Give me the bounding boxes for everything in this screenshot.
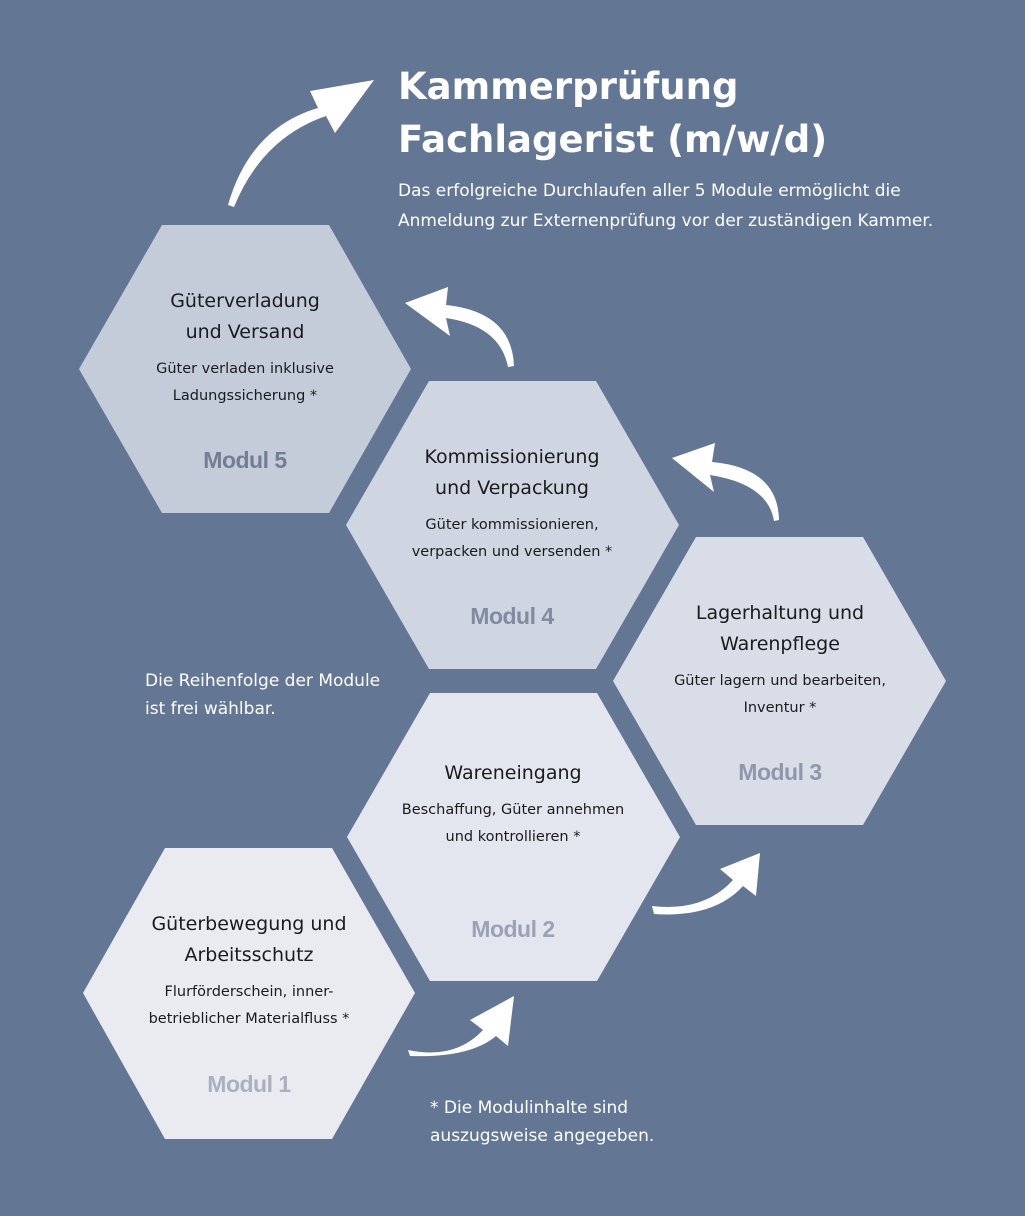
hexagon-modul-4 <box>346 381 679 669</box>
module-4-desc-line2: verpacken und versenden * <box>411 544 613 560</box>
module-3-desc-line1: Güter lagern und bearbeiten, <box>674 673 886 689</box>
exam-subtitle-line1: Das erfolgreiche Durchlaufen aller 5 Mod… <box>398 181 901 201</box>
module-4-description: Güter kommissionieren, verpacken und ver… <box>362 512 662 566</box>
exam-subtitle: Das erfolgreiche Durchlaufen aller 5 Mod… <box>398 176 998 236</box>
module-1-label: Modul 1 <box>207 1071 291 1097</box>
module-4-content: Kommissionierung und Verpackung Güter ko… <box>362 442 662 642</box>
hexagon-modul-5 <box>79 225 411 513</box>
module-1-title-line2: Arbeitsschutz <box>184 944 314 966</box>
module-5-label: Modul 5 <box>203 447 287 473</box>
module-3-title: Lagerhaltung und Warenpflege <box>630 598 930 660</box>
module-3-description: Güter lagern und bearbeiten, Inventur * <box>630 668 930 722</box>
arrow-modul1-to-modul2 <box>408 996 514 1057</box>
arrow-modul4-to-modul5 <box>405 287 514 367</box>
module-2-content: Wareneingang Beschaffung, Güter annehmen… <box>363 758 663 958</box>
footnote: * Die Modulinhalte sind auszugsweise ang… <box>430 1094 730 1150</box>
exam-title: Kammerprüfung Fachlagerist (m/w/d) <box>398 60 827 166</box>
module-1-title: Güterbewegung und Arbeitsschutz <box>99 909 399 971</box>
hexagon-modul-2 <box>347 693 680 981</box>
arrow-modul3-to-modul4 <box>672 443 779 521</box>
hexagon-modul-3 <box>613 537 946 825</box>
footnote-line2: auszugsweise angegeben. <box>430 1126 655 1146</box>
module-2-desc-line2: und kontrollieren * <box>445 829 581 845</box>
hexagon-modul-1 <box>83 848 415 1139</box>
exam-subtitle-line2: Anmeldung zur Externenprüfung vor der zu… <box>398 211 934 231</box>
module-4-title-line2: und Verpackung <box>435 477 589 499</box>
module-4-desc-line1: Güter kommissionieren, <box>425 517 599 533</box>
module-3-desc-line2: Inventur * <box>743 700 817 716</box>
module-2-title-line1: Wareneingang <box>444 762 582 784</box>
module-5-content: Güterverladung und Versand Güter verlade… <box>95 286 395 486</box>
arrow-modul2-to-modul3 <box>652 853 760 915</box>
footnote-line1: * Die Modulinhalte sind <box>430 1098 629 1118</box>
module-3-title-line2: Warenpflege <box>720 633 840 655</box>
module-5-title-line1: Güterverladung <box>170 290 320 312</box>
module-4-title: Kommissionierung und Verpackung <box>362 442 662 504</box>
module-2-description: Beschaffung, Güter annehmen und kontroll… <box>363 797 663 851</box>
module-1-desc-line2: betrieblicher Materialfluss * <box>148 1011 350 1027</box>
arrow-modul5-to-exam <box>228 80 374 207</box>
order-note: Die Reihenfolge der Module ist frei wähl… <box>145 667 415 723</box>
module-3-label: Modul 3 <box>738 759 822 785</box>
module-5-description: Güter verladen inklusive Ladungssicherun… <box>95 356 395 410</box>
module-4-title-line1: Kommissionierung <box>424 446 600 468</box>
module-5-desc-line2: Ladungssicherung * <box>172 388 318 404</box>
module-1-title-line1: Güterbewegung und <box>151 913 347 935</box>
order-note-line2: ist frei wählbar. <box>145 699 276 719</box>
module-1-desc-line1: Flurförderschein, inner- <box>164 984 334 1000</box>
module-3-title-line1: Lagerhaltung und <box>695 602 865 624</box>
module-1-content: Güterbewegung und Arbeitsschutz Flurförd… <box>99 909 399 1109</box>
module-5-title-line2: und Versand <box>185 321 305 343</box>
module-5-desc-line1: Güter verladen inklusive <box>156 361 334 377</box>
module-2-title: Wareneingang <box>363 758 663 789</box>
module-4-label: Modul 4 <box>470 603 554 629</box>
exam-title-line1: Kammerprüfung <box>398 65 739 108</box>
module-2-label: Modul 2 <box>471 916 555 942</box>
module-3-content: Lagerhaltung und Warenpflege Güter lager… <box>630 598 930 798</box>
order-note-line1: Die Reihenfolge der Module <box>145 671 381 691</box>
exam-title-line2: Fachlagerist (m/w/d) <box>398 118 828 161</box>
module-2-desc-line1: Beschaffung, Güter annehmen <box>401 802 625 818</box>
module-5-title: Güterverladung und Versand <box>95 286 395 348</box>
module-1-description: Flurförderschein, inner- betrieblicher M… <box>99 979 399 1033</box>
